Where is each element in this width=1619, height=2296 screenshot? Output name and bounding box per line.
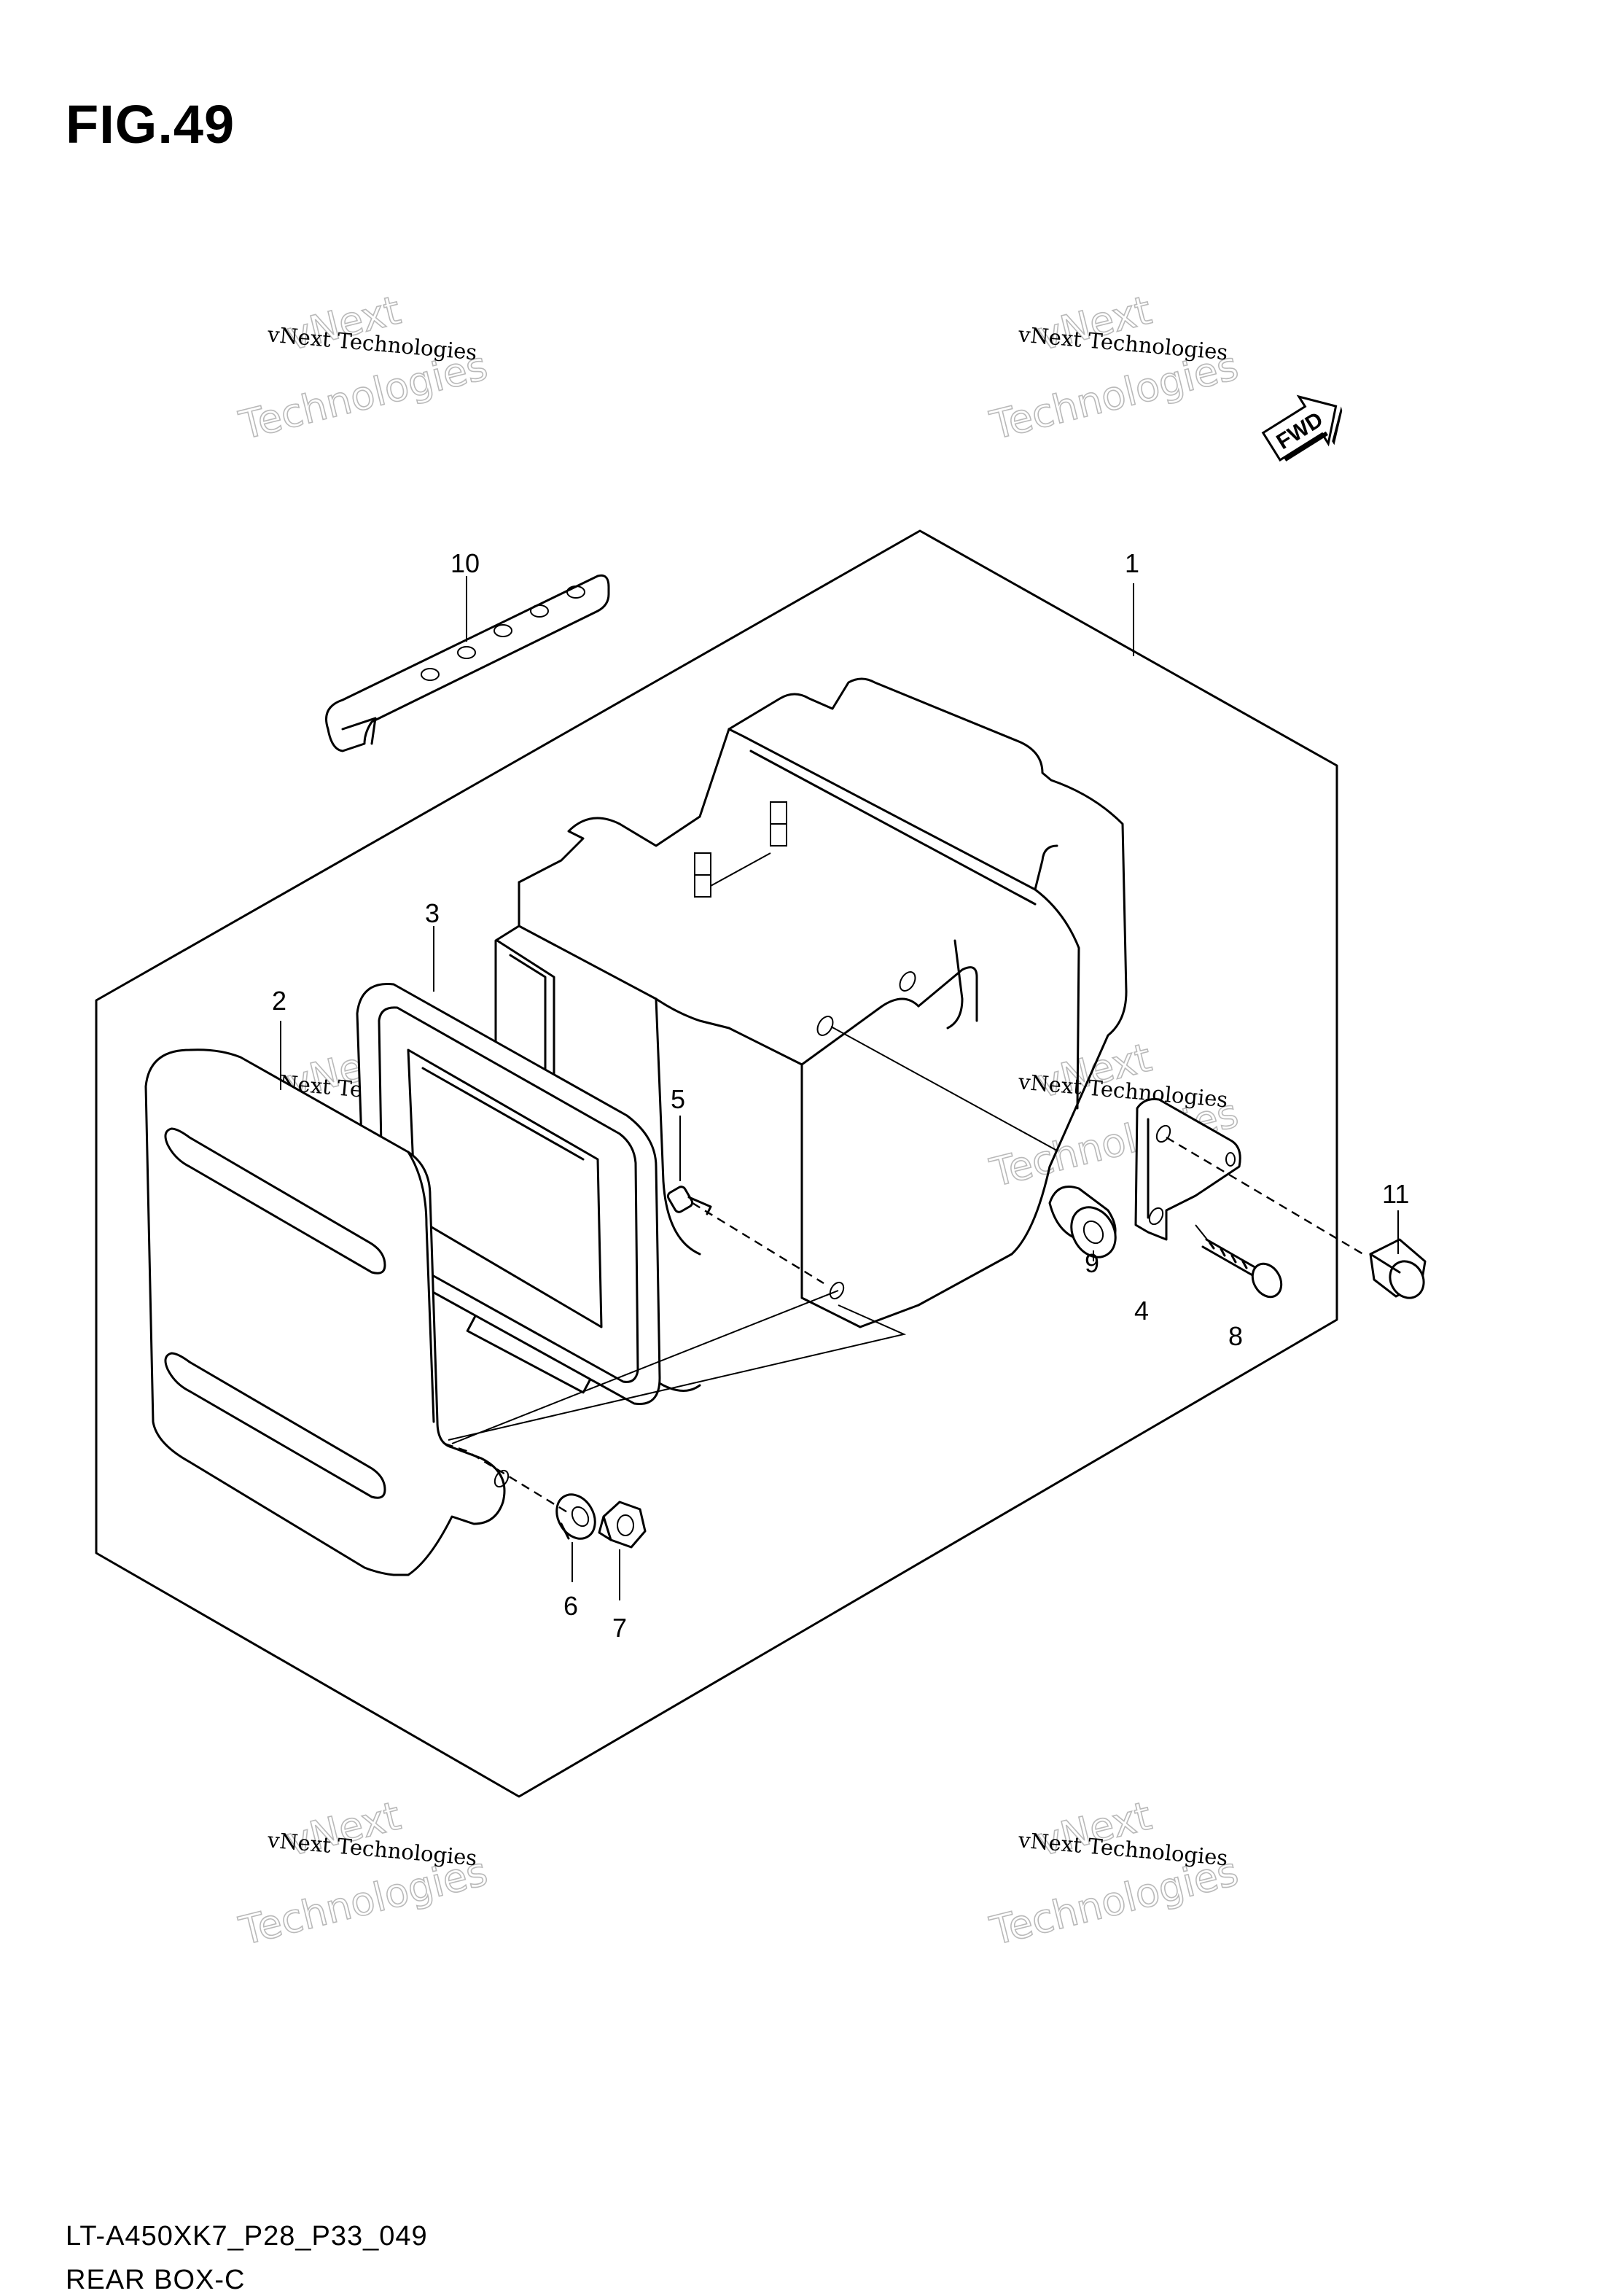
bracket-part-4: [1134, 1098, 1241, 1241]
figure-title: FIG.49: [66, 94, 235, 155]
callout-7: 7: [612, 1613, 627, 1643]
callout-4: 4: [1134, 1296, 1149, 1326]
callout-8: 8: [1228, 1321, 1243, 1351]
screw-part-5: [666, 1186, 712, 1215]
washer-part-6: [555, 1493, 596, 1540]
forward-direction-arrow-icon: FWD: [1261, 394, 1343, 462]
assembly-line-5: [692, 1202, 824, 1285]
callout-6: 6: [563, 1591, 578, 1621]
watermark-bottom-right: vNext Technologies vNext Technologies: [985, 1792, 1243, 1955]
callout-5: 5: [671, 1084, 685, 1114]
bolt-part-8: [1201, 1238, 1283, 1299]
rear-box-body: [465, 677, 1128, 1394]
callout-2: 2: [272, 986, 286, 1016]
watermark-bottom-left: vNext Technologies vNext Technologies: [234, 1792, 492, 1955]
callout-11: 11: [1382, 1179, 1409, 1209]
watermark-top-right: vNext Technologies vNext Technologies: [985, 287, 1243, 449]
callout-1: 1: [1125, 548, 1139, 578]
flange-bolt-part-11: [1369, 1238, 1427, 1299]
assembly-line-11: [1166, 1136, 1364, 1256]
assembly-boundary-outline: [95, 529, 1338, 1798]
assembly-line-8: [1195, 1224, 1211, 1244]
watermark-top-left: vNext Technologies vNext Technologies: [234, 287, 492, 449]
callout-10: 10: [450, 548, 480, 578]
front-cover: [144, 1048, 510, 1576]
assembly-guide-lines: [448, 1290, 907, 1444]
assembly-line-9: [830, 1026, 1058, 1151]
grommet-part-9: [1048, 1186, 1117, 1258]
figure-name: REAR BOX-C: [66, 2265, 246, 2295]
callout-9: 9: [1085, 1248, 1099, 1278]
callout-3: 3: [425, 898, 440, 928]
figure-code: LT-A450XK7_P28_P33_049: [66, 2221, 428, 2252]
nut-part-7: [598, 1501, 647, 1549]
strap-bar: [325, 574, 610, 752]
assembly-line-6-7: [444, 1442, 569, 1514]
